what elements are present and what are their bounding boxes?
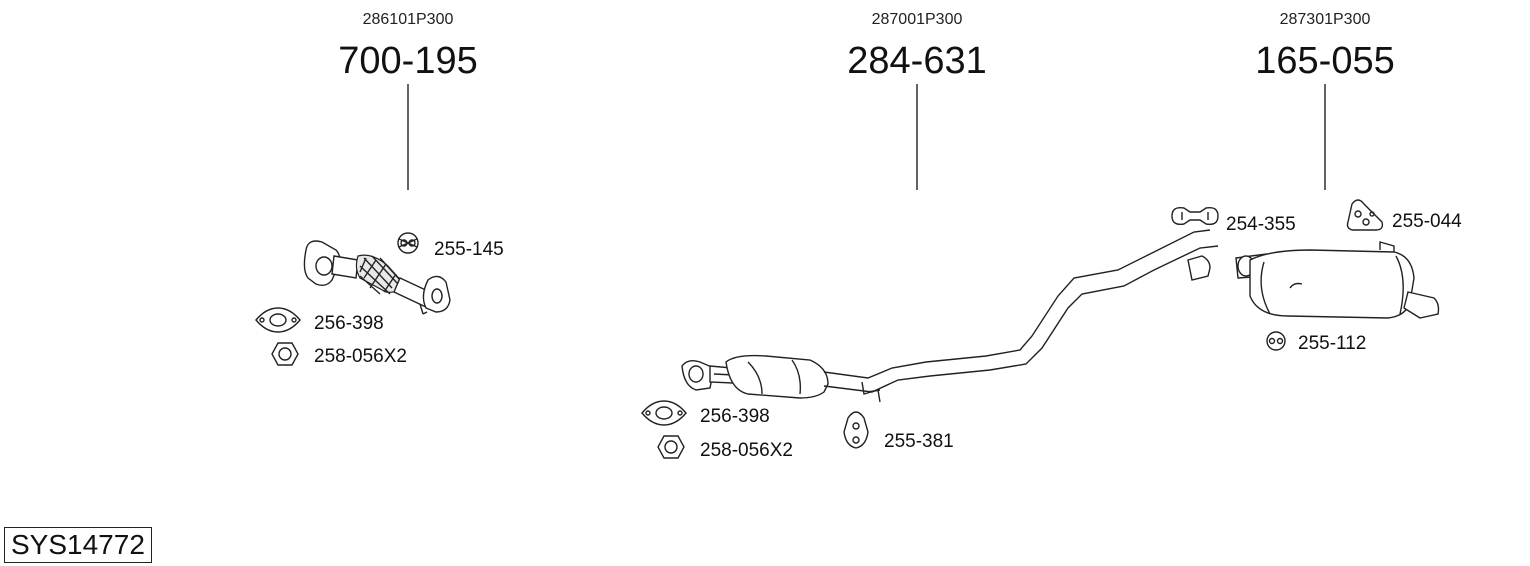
oem-number-rear: 287301P300 (1280, 11, 1371, 28)
label-rear-bracket[interactable]: 255-044 (1392, 211, 1462, 232)
pipe-clamp-icon[interactable] (1171, 206, 1219, 226)
hex-nut-icon[interactable] (657, 435, 685, 459)
label-rear-hanger[interactable]: 255-112 (1298, 333, 1366, 354)
rubber-hanger-icon[interactable] (843, 411, 869, 449)
gasket-icon[interactable] (255, 307, 301, 333)
part-number-front-pipe[interactable]: 700-195 (338, 40, 477, 82)
front-pipe-illustration[interactable] (303, 240, 451, 315)
mounting-bracket-icon[interactable] (1346, 199, 1384, 231)
label-front-hanger[interactable]: 255-145 (434, 239, 504, 260)
rubber-hanger-icon[interactable] (1266, 331, 1286, 351)
gasket-icon[interactable] (641, 400, 687, 426)
label-front-gasket[interactable]: 256-398 (314, 313, 384, 334)
rear-silencer-illustration[interactable] (1235, 241, 1440, 319)
oem-number-front: 286101P300 (363, 11, 454, 28)
oem-number-middle: 287001P300 (872, 11, 963, 28)
part-number-middle-silencer[interactable]: 284-631 (847, 40, 986, 82)
label-clamp[interactable]: 254-355 (1226, 214, 1296, 235)
label-front-nut[interactable]: 258-056X2 (314, 346, 407, 367)
rubber-hanger-icon[interactable] (397, 232, 419, 254)
part-number-rear-silencer[interactable]: 165-055 (1255, 40, 1394, 82)
label-mid-gasket[interactable]: 256-398 (700, 406, 770, 427)
system-code-label: SYS14772 (4, 527, 152, 563)
label-mid-nut[interactable]: 258-056X2 (700, 440, 793, 461)
label-mid-hanger[interactable]: 255-381 (884, 431, 954, 452)
middle-silencer-illustration[interactable] (681, 229, 1219, 403)
hex-nut-icon[interactable] (271, 342, 299, 366)
